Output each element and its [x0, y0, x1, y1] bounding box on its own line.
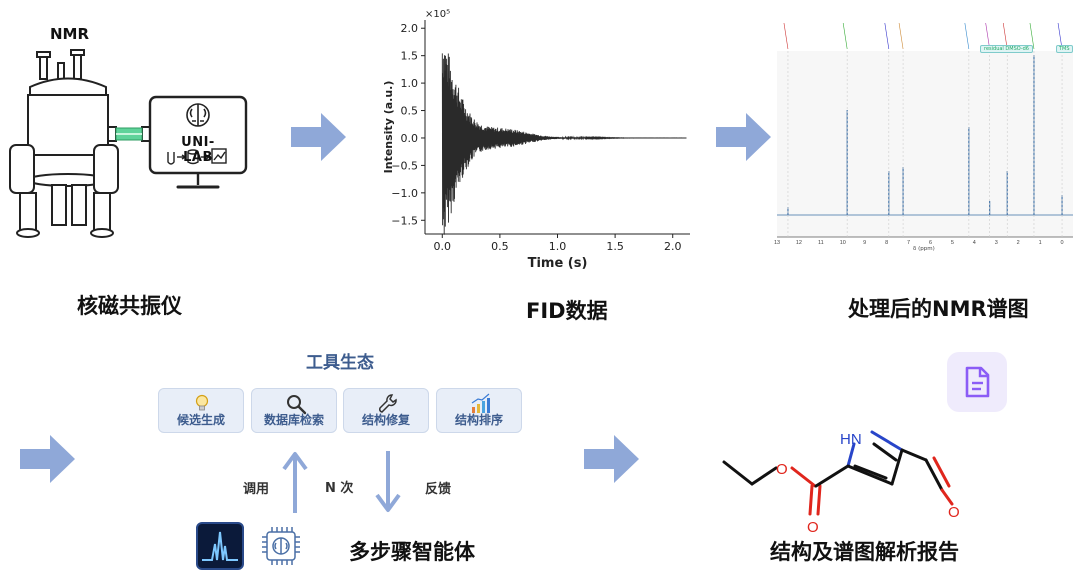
flow-arrow-1 — [291, 113, 346, 161]
x-tick-label: 0.5 — [491, 240, 509, 253]
call-up-arrow — [282, 452, 308, 513]
nmr-label: NMR — [50, 25, 90, 43]
spectrum-tick-label: 13 — [774, 240, 780, 246]
call-label: 调用 — [243, 482, 270, 497]
spectrum-tick-label: 10 — [840, 240, 846, 246]
flow-arrow-3 — [20, 435, 75, 483]
agent-caption: 多步骤智能体 — [349, 540, 475, 564]
tms-tag: TMS — [1056, 45, 1073, 53]
lightbulb-icon — [195, 394, 209, 411]
spectrum-tick-label: 7 — [907, 240, 910, 246]
x-tick-label: 1.5 — [606, 240, 624, 253]
bar-chart-icon — [471, 393, 490, 413]
y-axis-label: Intensity (a.u.) — [382, 81, 395, 174]
document-icon-tile[interactable] — [947, 352, 1007, 412]
spectrum-tick-label: 8 — [885, 240, 888, 246]
fid-signal-line — [441, 53, 687, 235]
spectrum-tick-label: 6 — [929, 240, 932, 246]
y-tick-label: 0.5 — [401, 105, 419, 118]
nmr-magnet-illustration — [9, 49, 248, 238]
y-tick-label: 2.0 — [401, 22, 419, 35]
spectrum-tick-label: 4 — [973, 240, 976, 246]
y-tick-label: 1.5 — [401, 50, 419, 63]
x-tick-label: 1.0 — [549, 240, 567, 253]
x-axis-label: Time (s) — [528, 256, 588, 271]
spectrum-tick-label: 12 — [796, 240, 802, 246]
spectrum-tick-label: 1 — [1039, 240, 1042, 246]
tools-title: 工具生态 — [306, 353, 374, 373]
y-tick-label: 1.0 — [401, 77, 419, 90]
nmr-instrument: NMR — [8, 25, 268, 255]
tool-database-search[interactable]: 数据库检索 — [251, 388, 337, 433]
ai-chip-icon — [258, 523, 304, 569]
ester-oxygen-label: O — [776, 461, 788, 478]
spectrum-tick-label: 5 — [951, 240, 954, 246]
spectrum-xlabel: δ (ppm) — [913, 246, 935, 252]
spectrum-tick-label: 0 — [1061, 240, 1064, 246]
spectrum-tick-label: 3 — [995, 240, 998, 246]
spectrum-tick-label: 11 — [818, 240, 824, 246]
wrench-icon — [379, 394, 397, 413]
tool-label: 结构修复 — [361, 413, 410, 427]
spectrum-app-icon — [196, 522, 244, 570]
stage2-caption: FID数据 — [526, 299, 608, 323]
spectrum-peak-connector — [898, 22, 904, 50]
spectrum-tick-label: 2 — [1017, 240, 1020, 246]
workflow-icons — [167, 148, 227, 165]
stage3-caption: 处理后的NMR谱图 — [848, 297, 1029, 321]
feedback-down-arrow — [375, 451, 401, 512]
magnifier-icon — [287, 395, 307, 415]
solvent-tag: residual DMSO-d6 — [980, 45, 1033, 53]
monitor-text: UNI-LAB — [181, 135, 215, 165]
spectrum-peak-connector — [1029, 22, 1035, 50]
y-scale-label: ×10⁵ — [425, 9, 450, 20]
feedback-label: 反馈 — [425, 482, 452, 497]
molecule-structure: HN O O O — [722, 430, 960, 536]
spectrum-peak-connector — [1057, 22, 1063, 50]
x-tick-label: 2.0 — [664, 240, 682, 253]
spectrum-peak-connector — [842, 22, 848, 50]
fid-chart: −1.5 −1.0 −0.5 0.0 0.5 1.0 1.5 2.0 0.0 0.5 1.0 1.5 2… — [382, 9, 690, 271]
flow-arrow-4 — [584, 435, 639, 483]
tool-structure-ranking[interactable]: 结构排序 — [436, 388, 522, 433]
tool-label: 数据库检索 — [263, 413, 324, 427]
y-tick-label: −1.0 — [391, 187, 418, 200]
spectrum-peak-connector — [985, 22, 990, 50]
y-tick-label: 0.0 — [401, 132, 419, 145]
spectrum-peak-connector — [884, 22, 890, 50]
tool-structure-repair[interactable]: 结构修复 — [343, 388, 429, 433]
brain-icon — [186, 103, 210, 127]
report-caption: 结构及谱图解析报告 — [770, 540, 959, 564]
tool-label: 候选生成 — [176, 413, 225, 427]
spectrum-peak-connector — [964, 22, 970, 50]
spectrum-peak-connector — [1002, 22, 1008, 50]
stage1-caption: 核磁共振仪 — [77, 294, 182, 318]
spectrum-peak-connector — [783, 22, 789, 50]
y-tick-label: −0.5 — [391, 159, 418, 172]
aldehyde-oxygen-label: O — [948, 504, 960, 521]
flow-arrow-2 — [716, 113, 771, 161]
document-icon — [965, 366, 990, 398]
carbonyl-oxygen-label: O — [807, 519, 819, 536]
x-tick-label: 0.0 — [434, 240, 452, 253]
tool-label: 结构排序 — [454, 413, 503, 427]
nh-atom-label: HN — [840, 431, 862, 448]
spectrum-tick-label: 9 — [863, 240, 866, 246]
y-tick-label: −1.5 — [391, 214, 418, 227]
tool-candidate-generation[interactable]: 候选生成 — [158, 388, 244, 433]
loop-count-label: N 次 — [325, 481, 354, 496]
